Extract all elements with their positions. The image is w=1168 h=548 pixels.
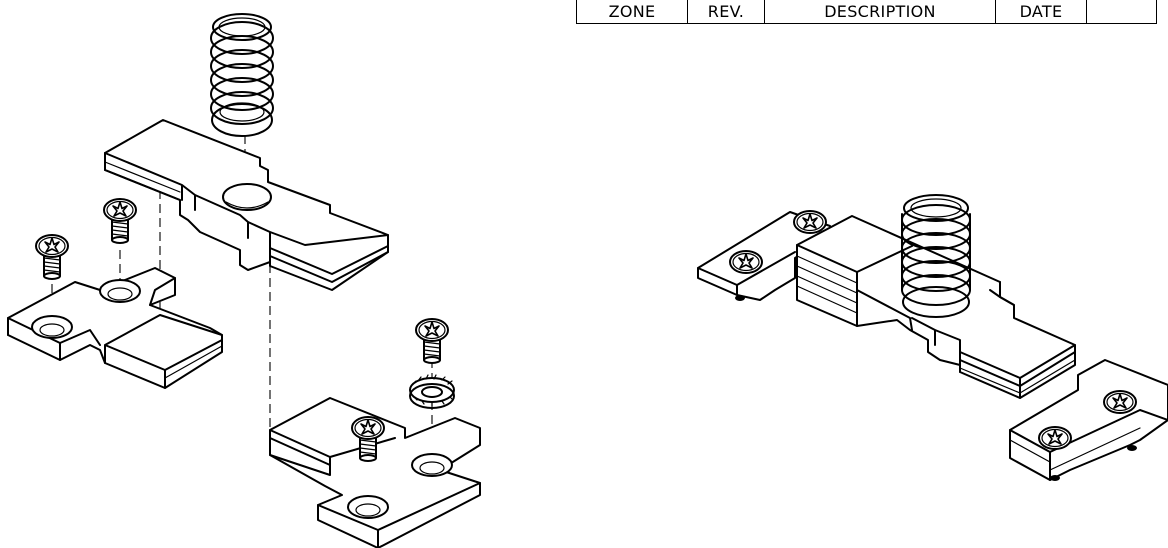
date-column-header: DATE [995,0,1087,24]
revision-table: ZONE REV. DESCRIPTION DATE [576,0,1157,24]
screw [416,319,448,364]
exploded-view [7,13,481,548]
left-bracket-assembled [697,211,831,301]
lock-washer [409,374,455,409]
spring-assembled [901,194,971,318]
rev-column-header: REV. [687,0,765,24]
zone-column-header: ZONE [576,0,688,24]
right-bracket-exploded [269,397,481,548]
approval-column-header [1086,0,1157,24]
screw [104,199,136,244]
center-plate-exploded [104,119,389,291]
right-bracket-assembled [1009,359,1168,481]
left-bracket-exploded [7,267,223,389]
assembled-view [697,194,1168,481]
description-column-header: DESCRIPTION [764,0,996,24]
screw [36,235,68,280]
spring-exploded [210,13,274,137]
revision-table-header: ZONE REV. DESCRIPTION DATE [576,0,1157,24]
